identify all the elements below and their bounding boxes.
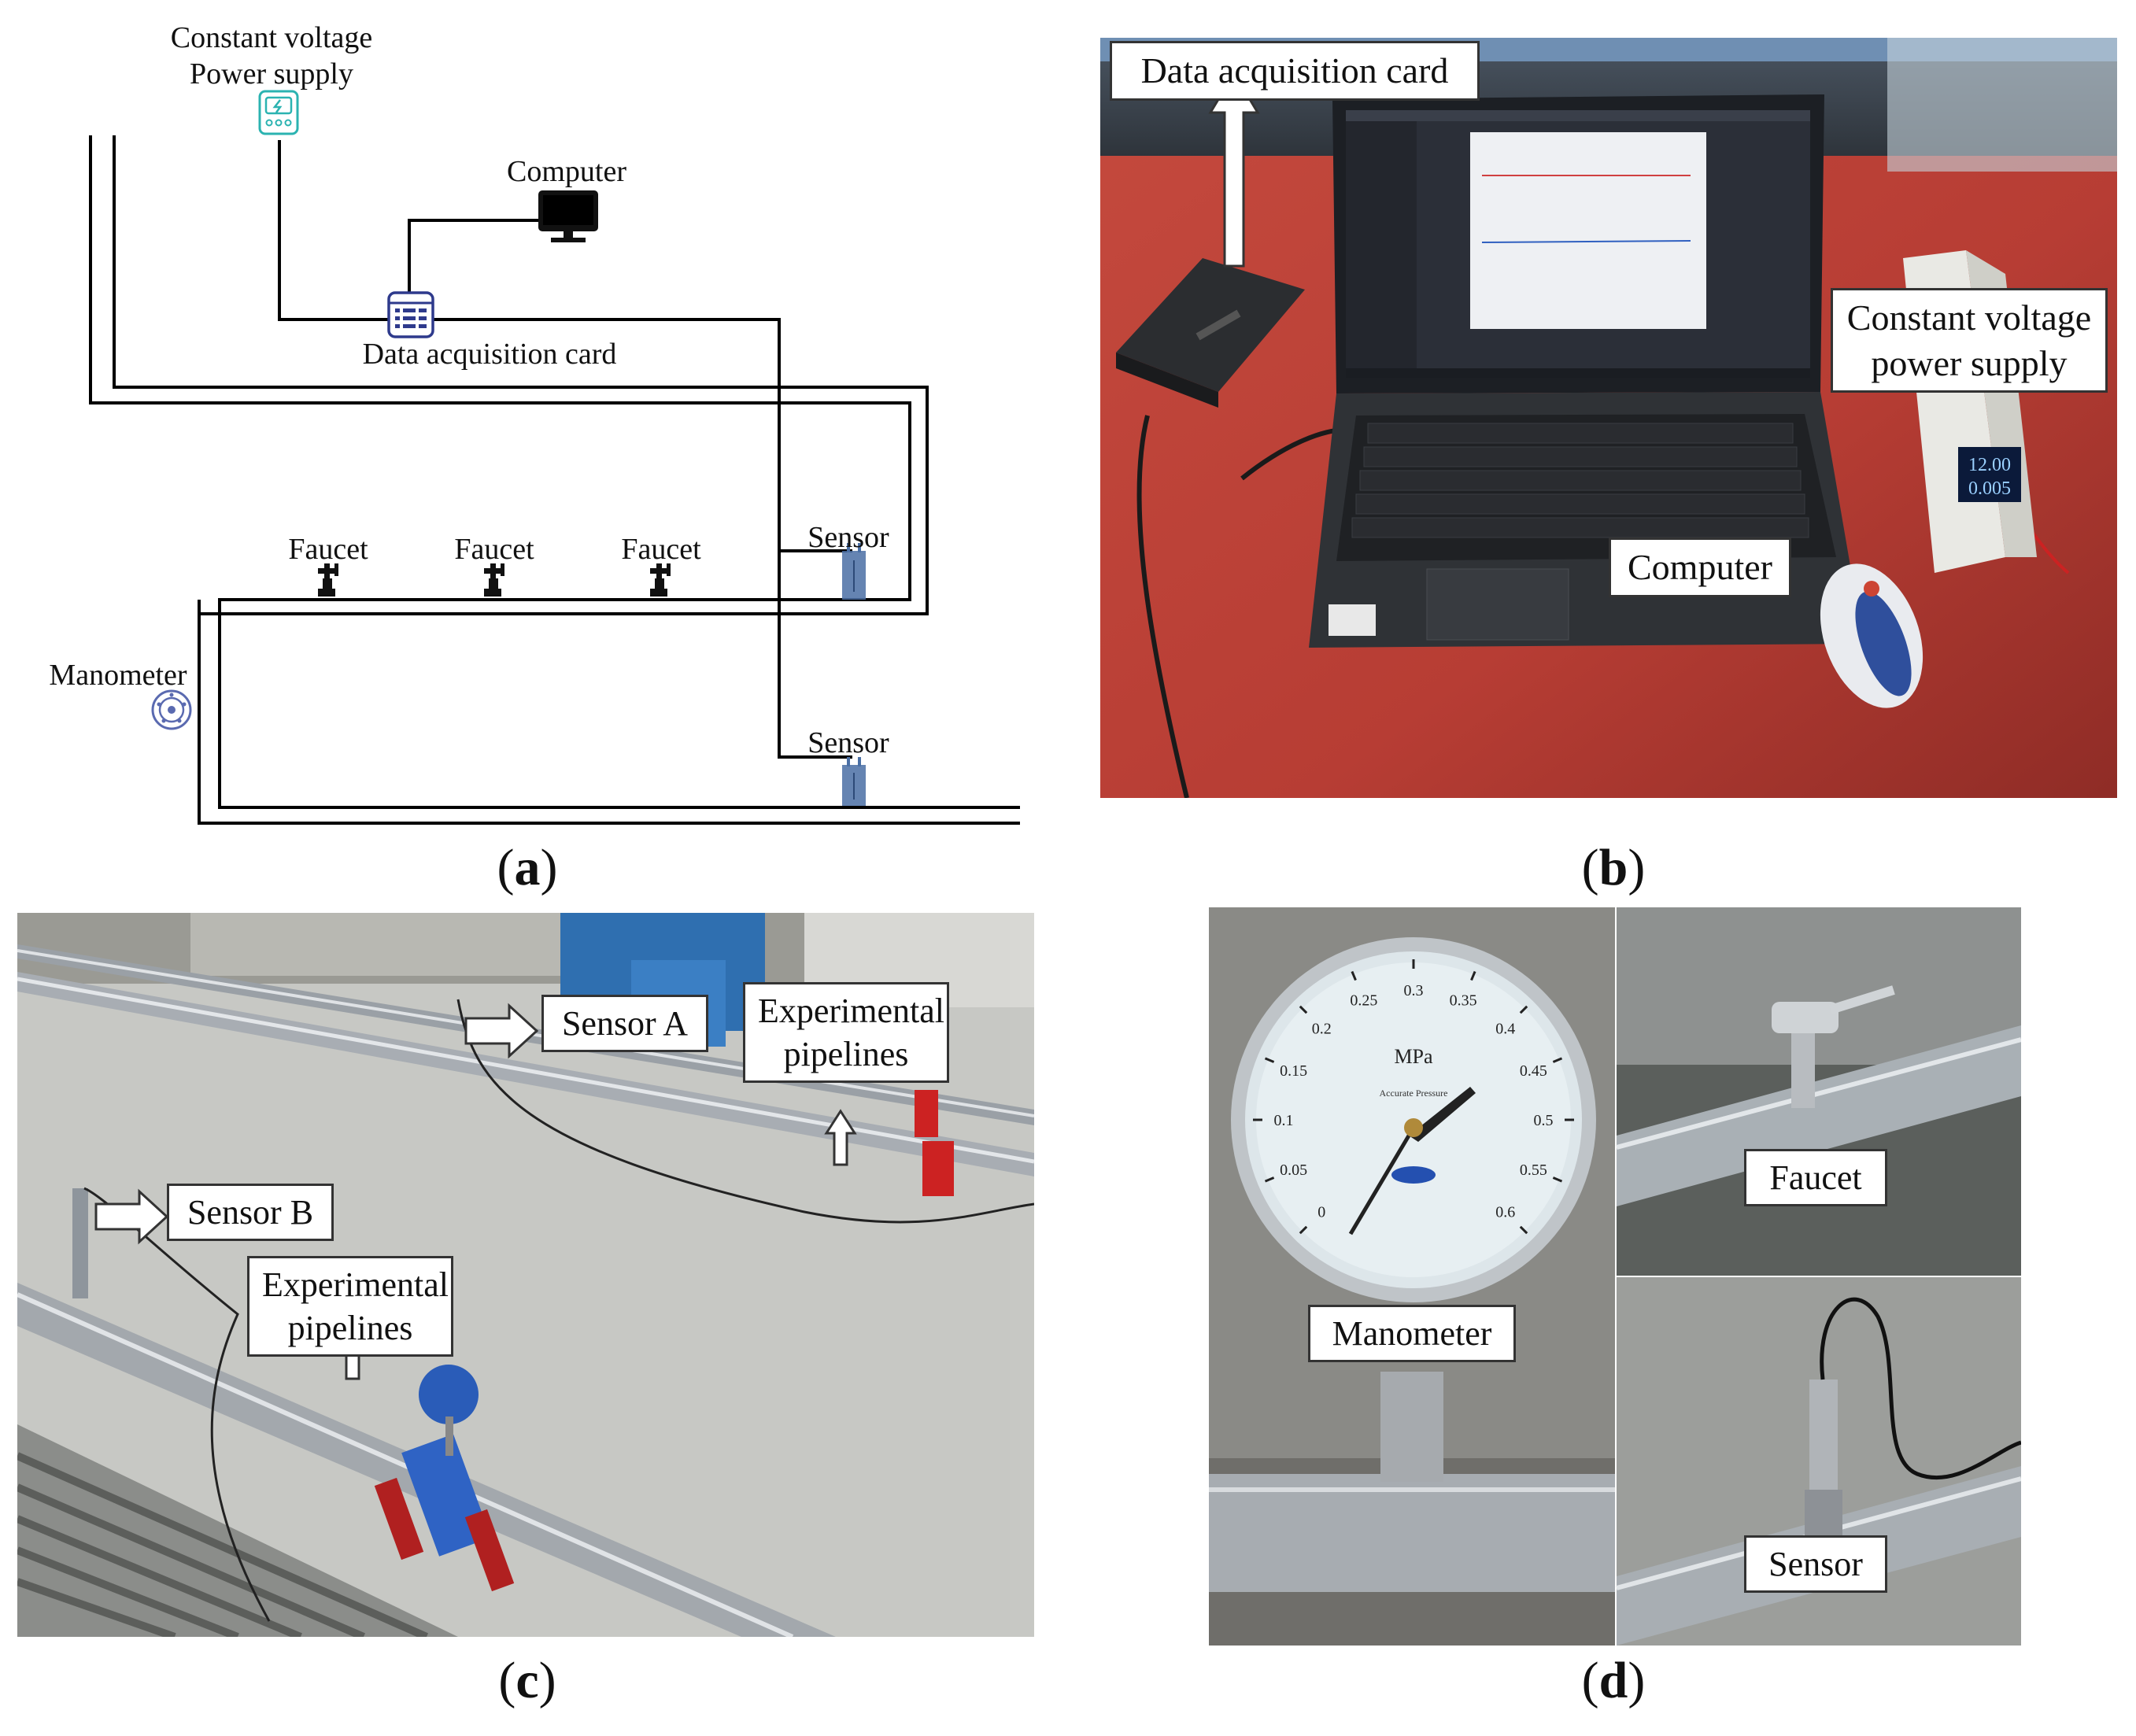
computer-icon — [538, 190, 598, 242]
gauge-brand-text: Accurate Pressure — [1380, 1088, 1448, 1099]
pipe-lines — [89, 135, 1020, 825]
gauge-needle-tail — [1348, 1126, 1416, 1236]
gauge-tick-label: 0.35 — [1450, 992, 1477, 1010]
manometer-icon — [151, 689, 192, 730]
gauge-ticks: 0 0.05 0.1 0.15 0.2 0.25 0.3 0.35 0.4 0.45 0.5 0.55… — [1253, 959, 1574, 1235]
gauge-tick-label: 0.45 — [1520, 1062, 1547, 1080]
pipelines-bottom-line1: Experimental — [262, 1265, 449, 1304]
sensor-icon — [842, 757, 866, 806]
gauge-tick-label: 0 — [1317, 1204, 1325, 1221]
gauge-tick-label: 0.15 — [1280, 1062, 1307, 1080]
gauge-tick — [1470, 970, 1476, 981]
sensor-a-callout: Sensor A — [541, 995, 708, 1052]
voltage-readout: 12.00 — [1968, 455, 2011, 475]
gauge-tick-label: 0.1 — [1274, 1112, 1294, 1129]
panel-d-photos: 0 0.05 0.1 0.15 0.2 0.25 0.3 0.35 0.4 0.45 0.5 0.55… — [1209, 907, 2021, 1646]
laptop — [1309, 94, 1864, 648]
current-readout: 0.005 — [1968, 478, 2011, 499]
gate-valve — [374, 1365, 515, 1592]
faucet-photo — [1616, 907, 2021, 1276]
caption-c: (c) — [498, 1652, 556, 1709]
sensor-top-wire — [431, 318, 852, 552]
faucet-icon — [650, 563, 671, 597]
gauge-tick-label: 0.2 — [1312, 1020, 1332, 1037]
gauge-tick-label: 0.55 — [1520, 1162, 1547, 1179]
computer-label: Computer — [507, 155, 626, 188]
computer-wire — [408, 219, 539, 301]
daq-device — [1116, 258, 1305, 408]
up-arrow-icon — [824, 1109, 857, 1166]
sensor-bottom-wire — [778, 551, 852, 759]
gauge-tick — [1552, 1176, 1563, 1183]
gauge-tick-label: 0.5 — [1534, 1112, 1554, 1129]
manometer-photo: 0 0.05 0.1 0.15 0.2 0.25 0.3 0.35 0.4 0.45 0.5 0.55… — [1209, 907, 1615, 1646]
daq-label: Data acquisition card — [363, 338, 617, 371]
schematic-diagram: Constant voltage Power supply Computer D… — [49, 21, 1020, 825]
gauge-tick — [1351, 970, 1357, 981]
gauge-tick — [1552, 1057, 1563, 1063]
faucet-icon — [484, 563, 504, 597]
gauge-tick — [1519, 1225, 1528, 1235]
right-arrow-icon — [464, 1003, 539, 1059]
gauge-tick-label: 0.05 — [1280, 1162, 1307, 1179]
gauge-tick — [1299, 1005, 1308, 1014]
panel-c-photo: Sensor A Experimental pipelines Sensor B… — [17, 913, 1034, 1637]
pipelines-bottom-line2: pipelines — [287, 1309, 413, 1347]
sensor-label: Sensor — [807, 726, 889, 759]
faucet-icon — [318, 563, 338, 597]
sensor-label: Sensor — [807, 521, 889, 554]
sensor-callout: Sensor — [1744, 1535, 1887, 1593]
power-callout-line2: power supply — [1871, 342, 2068, 383]
pipelines-top-line2: pipelines — [783, 1035, 909, 1073]
gauge-tick-label: 0.4 — [1495, 1020, 1515, 1037]
faucet-label: Faucet — [621, 533, 701, 566]
gauge-tick — [1299, 1225, 1308, 1235]
components-illustration: 0 0.05 0.1 0.15 0.2 0.25 0.3 0.35 0.4 0.45 0.5 0.55… — [1209, 907, 2021, 1646]
power-supply-callout: Constant voltage power supply — [1831, 288, 2108, 393]
sensor-b-callout: Sensor B — [167, 1184, 334, 1241]
faucet-label: Faucet — [288, 533, 368, 566]
right-arrow-icon — [94, 1188, 169, 1245]
daq-callout: Data acquisition card — [1110, 41, 1480, 101]
gauge-tick-label: 0.3 — [1404, 982, 1424, 999]
power-supply-icon — [258, 90, 299, 135]
panel-b-photo: 12.00 0.005 Data acquisition card Consta… — [1100, 38, 2117, 798]
pipe-inner-top — [113, 135, 929, 615]
gauge-unit: MPa — [1394, 1045, 1433, 1068]
pipelines-callout-top: Experimental pipelines — [743, 982, 949, 1083]
gauge-tick — [1264, 1057, 1275, 1063]
data-acquisition-card-icon — [387, 291, 434, 338]
gauge-needle — [1409, 1087, 1476, 1142]
gauge-tick-label: 0.25 — [1350, 992, 1377, 1010]
pipelines-callout-bottom: Experimental pipelines — [247, 1256, 453, 1357]
panel-a-schematic: Constant voltage Power supply Computer D… — [0, 0, 1039, 834]
power-wire — [278, 140, 390, 321]
signal-wires — [278, 140, 852, 759]
drain-grate — [17, 1424, 458, 1637]
sensor-icon — [842, 543, 866, 600]
faucet-label: Faucet — [454, 533, 534, 566]
power-supply-label-line2: Power supply — [190, 57, 353, 90]
caption-d: (d) — [1581, 1652, 1646, 1709]
pipe-inner-bottom — [198, 600, 1020, 825]
mouse — [1820, 563, 1924, 708]
caption-b: (b) — [1581, 839, 1646, 896]
manometer-callout: Manometer — [1308, 1305, 1516, 1362]
pipe-outer — [89, 135, 1020, 809]
gauge-tick-label: 0.6 — [1495, 1204, 1515, 1221]
faucet-callout: Faucet — [1744, 1149, 1887, 1206]
manometer-label: Manometer — [49, 659, 187, 692]
computer-callout: Computer — [1609, 537, 1791, 597]
gauge-tick — [1264, 1176, 1275, 1183]
power-callout-line1: Constant voltage — [1846, 297, 2092, 338]
pipelines-top-line1: Experimental — [758, 992, 945, 1030]
gauge-tick — [1519, 1005, 1528, 1014]
power-supply-label-line1: Constant voltage — [171, 21, 372, 54]
caption-a: (a) — [497, 839, 558, 896]
lab-setup-illustration: 12.00 0.005 — [1100, 38, 2117, 798]
